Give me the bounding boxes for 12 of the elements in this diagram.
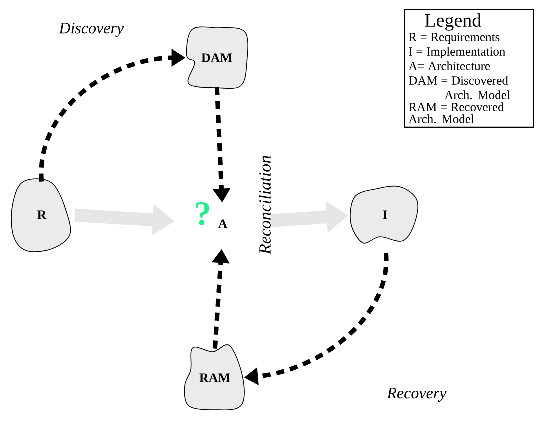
legend-entry: I = Implementation [409,47,506,58]
vertical-label: Reconciliation [259,156,271,255]
legend-box [404,9,534,128]
edge-label: Discovery [59,22,124,38]
edge-label: Recovery [387,388,447,402]
node-label: A [218,220,228,228]
legend-title: Legend [425,14,482,31]
legend-entry: DAM = Discovered Arch. Model [409,76,510,100]
question-mark: ? [196,202,210,226]
legend-entry: A= Architecture [408,62,490,70]
legend-entry: R = Requirements [409,33,500,44]
legend-entry: RAM = Recovered Arch. Model [408,102,504,124]
